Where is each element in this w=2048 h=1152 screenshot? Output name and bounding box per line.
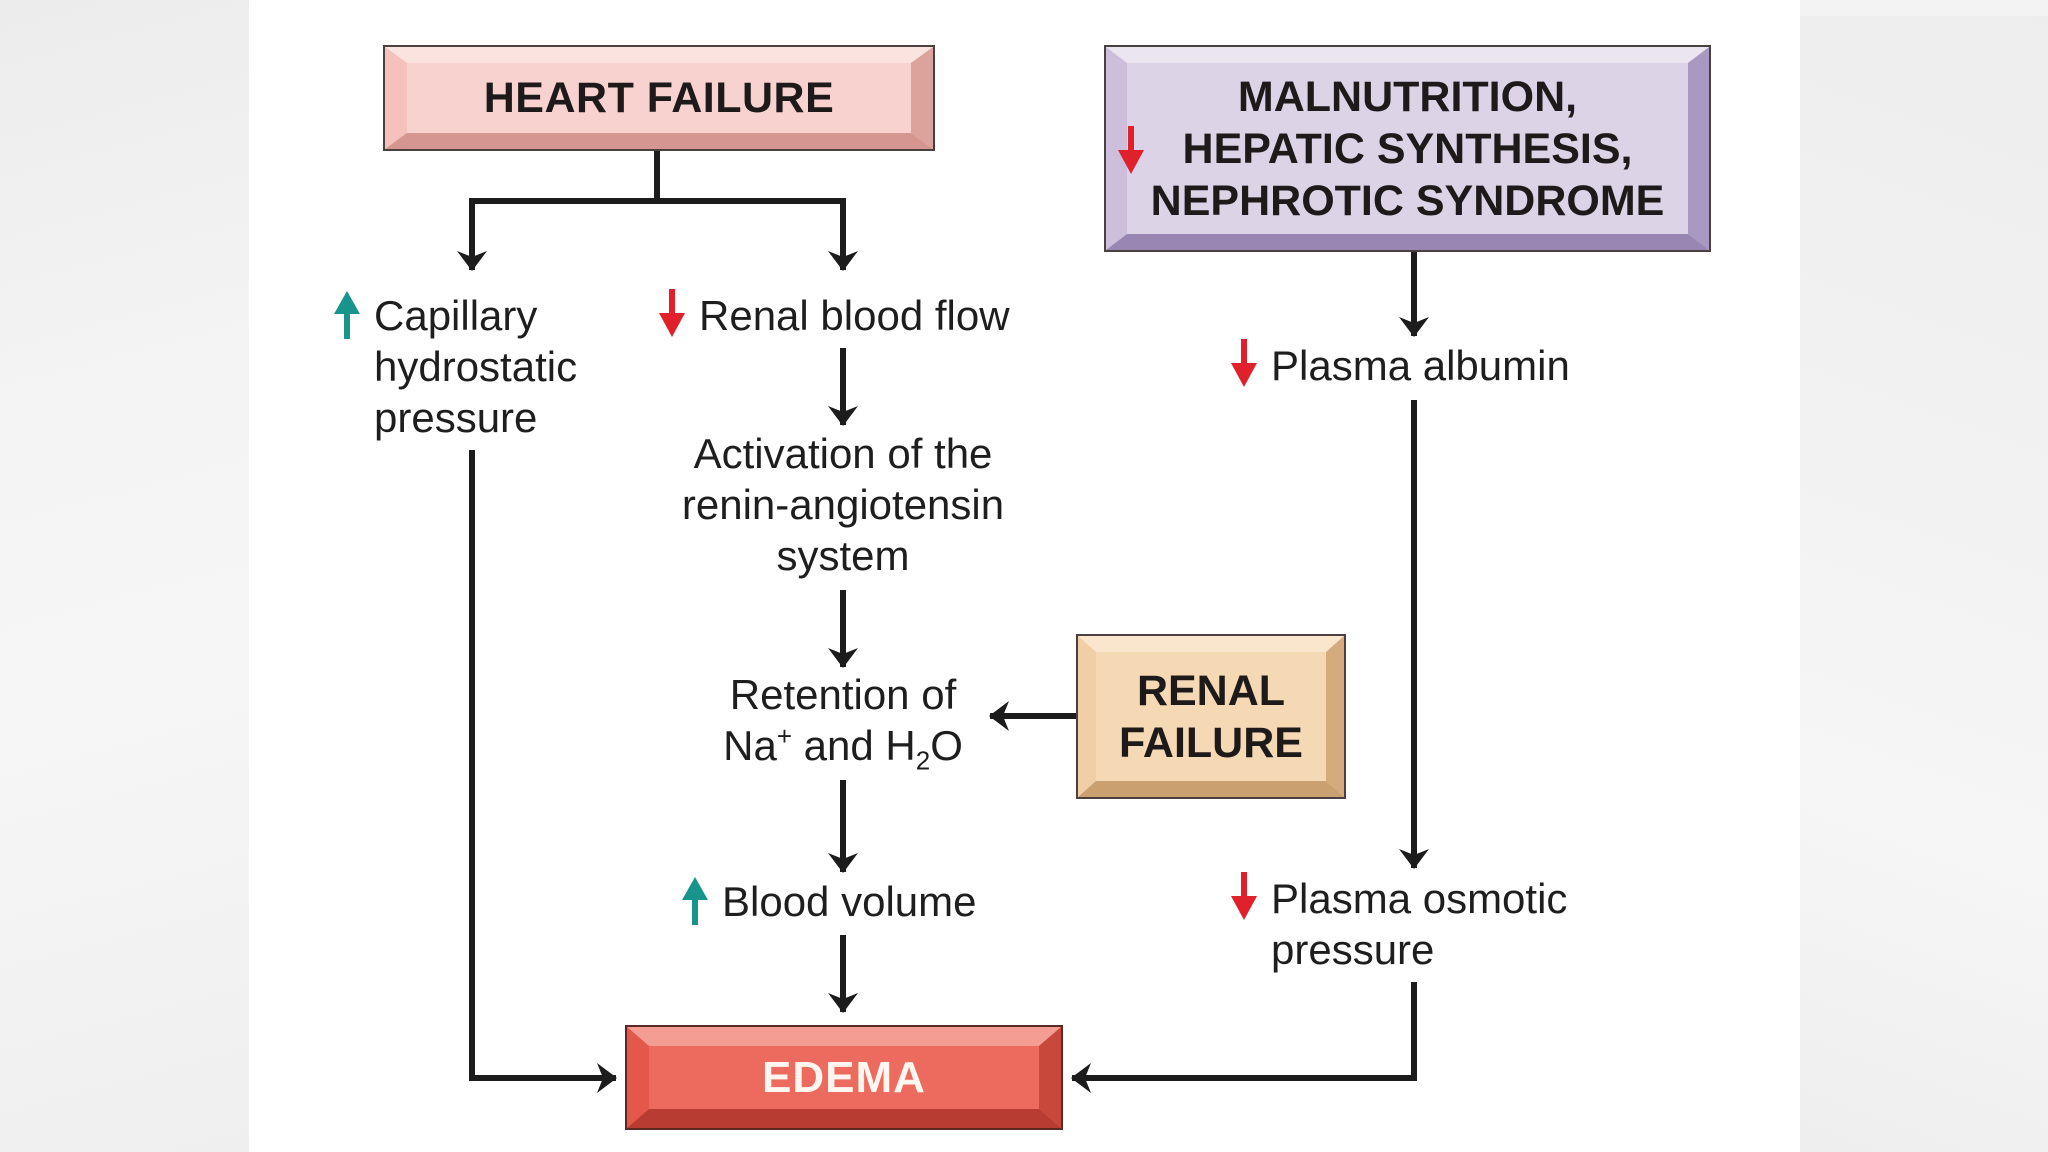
increase-arrow-icon: [334, 291, 360, 339]
decrease-arrow-icon: [1231, 872, 1257, 920]
increase-arrow-icon: [682, 877, 708, 925]
decrease-arrow-icon: [659, 289, 685, 337]
background-left: [0, 0, 249, 1152]
capillary-line2: hydrostatic: [374, 343, 578, 390]
malnutrition-box: MALNUTRITION, HEPATIC SYNTHESIS, NEPHROT…: [1104, 45, 1711, 252]
decrease-arrow-icon: [1231, 339, 1257, 387]
background-right: [1800, 0, 2048, 1152]
plasma-osmotic-line2: pressure: [1271, 926, 1435, 973]
renal-blood-flow-node: Renal blood flow: [699, 292, 1010, 339]
raas-line2: renin-angiotensin: [681, 481, 1005, 528]
plasma-albumin-node: Plasma albumin: [1271, 342, 1570, 389]
retention-node: Retention of Na+ and H2O: [663, 669, 1023, 776]
raas-line3: system: [776, 532, 910, 579]
malnutrition-line3: NEPHROTIC SYNDROME: [1150, 176, 1665, 225]
renal-failure-box: RENAL FAILURE: [1076, 634, 1346, 799]
heart-failure-box: HEART FAILURE: [383, 45, 935, 151]
capillary-hydrostatic-node: Capillary hydrostatic pressure: [374, 290, 577, 443]
renal-failure-line1: RENAL: [1136, 666, 1286, 715]
raas-line1: Activation of the: [693, 430, 993, 477]
retention-line1: Retention of: [729, 671, 957, 718]
capillary-line3: pressure: [374, 394, 538, 441]
malnutrition-line2: HEPATIC SYNTHESIS,: [1182, 124, 1633, 173]
blood-volume-node: Blood volume: [722, 878, 977, 925]
edema-label: EDEMA: [762, 1052, 926, 1102]
plasma-osmotic-line1: Plasma osmotic: [1271, 875, 1568, 922]
edema-box: EDEMA: [625, 1025, 1063, 1130]
malnutrition-line1: MALNUTRITION,: [1237, 72, 1578, 121]
decrease-arrow-icon: [1117, 125, 1144, 174]
retention-line2: Na+ and H2O: [723, 721, 963, 776]
raas-node: Activation of the renin-angiotensin syst…: [643, 428, 1043, 581]
capillary-line1: Capillary: [374, 292, 538, 339]
plasma-osmotic-node: Plasma osmotic pressure: [1271, 873, 1567, 975]
heart-failure-label: HEART FAILURE: [483, 73, 835, 122]
renal-failure-line2: FAILURE: [1119, 718, 1303, 767]
